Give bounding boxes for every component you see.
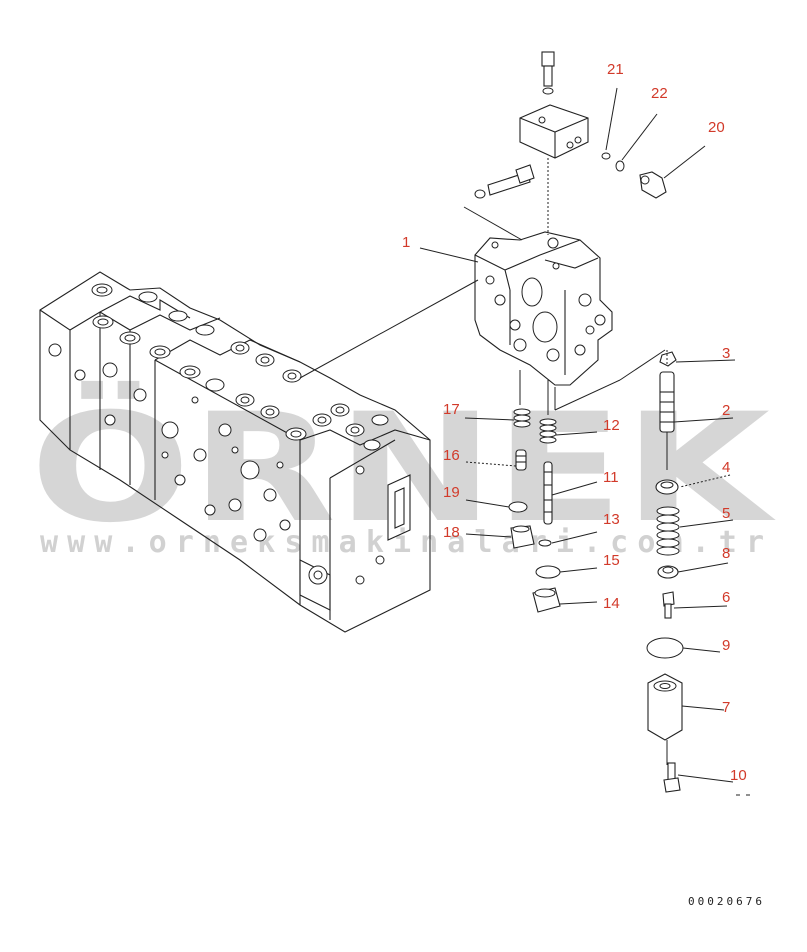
valve-ports	[91, 283, 389, 451]
callout-13: 13	[603, 511, 620, 528]
watermark: ÖRNEK www.orneksmakinalari.com.tr	[30, 380, 776, 560]
callout-2: 2	[722, 402, 730, 419]
callout-1: 1	[402, 234, 410, 251]
callout-7: 7	[722, 699, 730, 716]
callout-6: 6	[722, 589, 730, 606]
callout-3: 3	[722, 345, 730, 362]
cover-block	[463, 51, 667, 241]
callout-15: 15	[603, 552, 620, 569]
callout-21: 21	[607, 61, 624, 78]
spring-5	[656, 506, 680, 556]
callout-leaders	[299, 87, 736, 783]
callout-9: 9	[722, 637, 730, 654]
valve-section-part-1	[474, 231, 613, 386]
callout-17: 17	[443, 401, 460, 418]
watermark-url: www.orneksmakinalari.com.tr	[40, 525, 770, 560]
callout-labels: 1 3 2 4 5 8 6 9 7 10 11 12 13 15 14 17 1…	[402, 61, 747, 784]
callout-18: 18	[443, 524, 460, 541]
callout-16: 16	[443, 447, 460, 464]
callout-8: 8	[722, 545, 730, 562]
callout-10: 10	[730, 767, 747, 784]
callout-4: 4	[722, 459, 730, 476]
main-valve-assembly	[39, 271, 431, 633]
drawing-number: 00020676	[688, 895, 765, 908]
callout-20: 20	[708, 119, 725, 136]
callout-14: 14	[603, 595, 620, 612]
spool-column-middle	[508, 370, 561, 613]
callout-22: 22	[651, 85, 668, 102]
callout-11: 11	[603, 469, 619, 486]
callout-19: 19	[443, 484, 460, 501]
callout-12: 12	[603, 417, 620, 434]
side-face-holes	[48, 343, 385, 585]
callout-5: 5	[722, 505, 730, 522]
watermark-brand: ÖRNEK	[30, 380, 776, 556]
spool-column-right	[554, 349, 684, 793]
